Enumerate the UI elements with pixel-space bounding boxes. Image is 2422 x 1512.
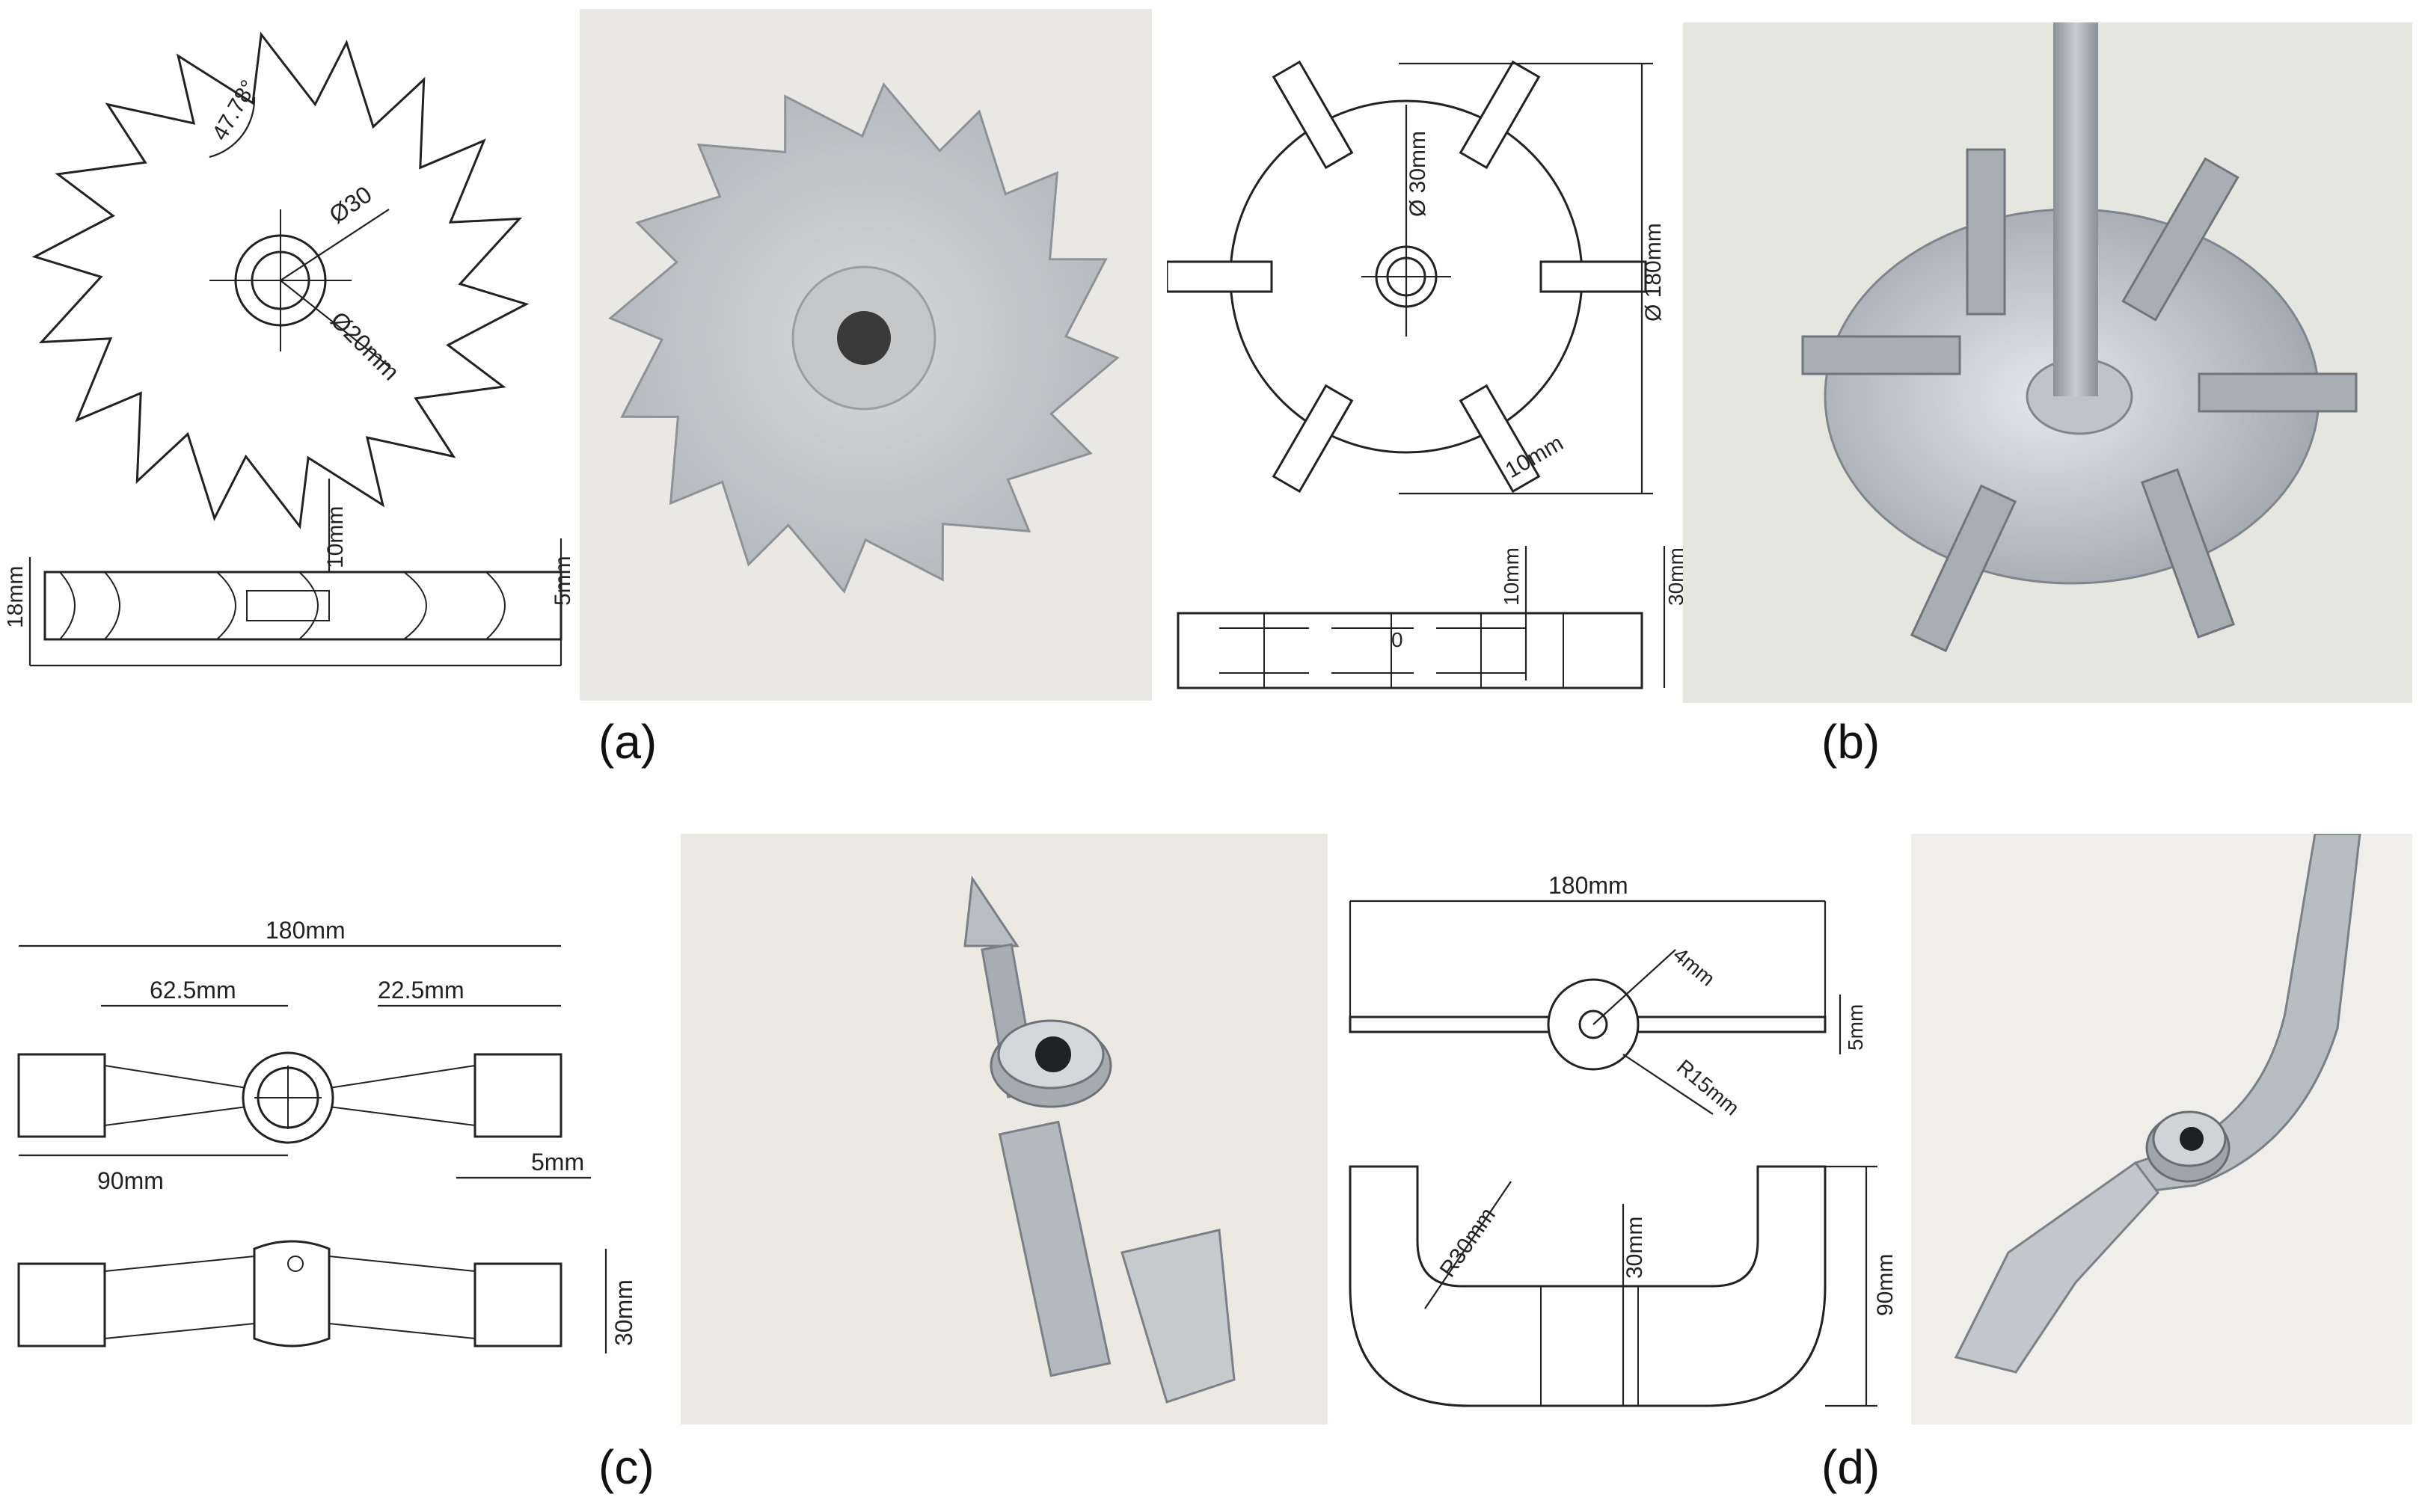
pitched-blade-impeller-photo (963, 875, 1236, 1404)
dim-inner: 62.5mm (150, 977, 236, 1004)
leader-curve-radius (1424, 1181, 1512, 1309)
side-hub-hole (287, 1256, 304, 1272)
label-a: (a) (598, 715, 657, 769)
dim-hole: 4mm (1669, 943, 1720, 991)
dim-span: 180mm (1548, 872, 1628, 899)
blade-2 (1459, 384, 1541, 494)
blade-right (473, 1053, 562, 1138)
dim-center-height: 30mm (1622, 1217, 1647, 1279)
photo-blades (1801, 148, 2358, 653)
blade-4 (1165, 260, 1273, 293)
dim-span: 180mm (266, 917, 346, 944)
photo-c (681, 834, 1328, 1425)
photo-d (1911, 832, 2412, 1425)
side-view-teeth (59, 571, 506, 640)
dim-height: 30mm (610, 1279, 637, 1346)
photo-impeller (963, 875, 1236, 1404)
dim-height: 90mm (1873, 1254, 1898, 1316)
dim-height: 18mm (7, 566, 28, 628)
angle-arc (209, 96, 256, 159)
side-view-body (1177, 612, 1643, 689)
drawing-c-svg: 180mm 62.5mm 22.5mm 90mm 5mm 30mm (17, 917, 637, 1353)
dim-tooth: 10mm (323, 506, 348, 568)
leader-hub-radius (1622, 1054, 1714, 1115)
photo-bore (837, 311, 891, 365)
dim-blade-height: 10mm (1500, 547, 1523, 606)
drawing-d: 180mm 4mm R15mm 5mm R30mm 30mm 90mm (1339, 867, 1907, 1421)
blade-group (1165, 60, 1647, 494)
side-blade-left (17, 1262, 106, 1347)
dim-marker: 0 (1391, 628, 1403, 651)
drawing-a-svg: 47.78° Ø30 Ø20mm 18mm 10mm 5mm (3, 31, 575, 667)
dim-half: 90mm (97, 1167, 164, 1194)
label-c: (c) (598, 1440, 654, 1494)
photo-anchor (1954, 832, 2361, 1374)
dim-thickness: 5mm (1844, 1004, 1867, 1051)
photo-b (1683, 22, 2412, 703)
drawing-b: Ø 180mm Ø 30mm 10mm 0 10mm 30mm (1165, 30, 1690, 703)
side-hub (253, 1240, 331, 1347)
sawtooth-disc-impeller-photo (608, 82, 1120, 594)
dim-thickness: 5mm (551, 556, 575, 606)
side-blade-right (473, 1262, 562, 1347)
dim-curve-radius: R30mm (1435, 1203, 1500, 1282)
side-view-body (43, 571, 562, 641)
dim-bore: Ø 30mm (1405, 131, 1430, 217)
anchor-impeller-photo (1954, 832, 2361, 1374)
dim-thickness: 5mm (531, 1149, 584, 1176)
dim-blade: 22.5mm (378, 977, 465, 1004)
blade-3 (1272, 384, 1354, 494)
label-d: (d) (1821, 1440, 1880, 1494)
blade-5 (1272, 60, 1354, 170)
side-view-hub (246, 590, 330, 621)
label-b: (b) (1821, 715, 1880, 769)
drawing-c: 180mm 62.5mm 22.5mm 90mm 5mm 30mm (7, 897, 658, 1398)
arm-lines (104, 1065, 476, 1126)
side-view-blades (1219, 613, 1564, 688)
drawing-a: 47.78° Ø30 Ø20mm 18mm 10mm 5mm (3, 15, 576, 703)
photo-a (580, 9, 1152, 701)
blade-left (17, 1053, 106, 1138)
side-arm-lines (104, 1256, 476, 1339)
dim-diameter: Ø 180mm (1641, 223, 1666, 322)
photo-shaft (2053, 22, 2098, 396)
leader-hole (1592, 949, 1676, 1025)
leader-bore (280, 209, 390, 281)
blade-1 (1539, 260, 1647, 293)
drawing-d-svg: 180mm 4mm R15mm 5mm R30mm 30mm 90mm (1349, 872, 1898, 1407)
blade-6 (1459, 60, 1541, 170)
anchor-u-shape (1349, 1165, 1827, 1407)
leader-hub (280, 280, 390, 367)
drawing-b-svg: Ø 180mm Ø 30mm 10mm 0 10mm 30mm (1165, 60, 1687, 689)
rushton-turbine-photo (1801, 22, 2358, 653)
